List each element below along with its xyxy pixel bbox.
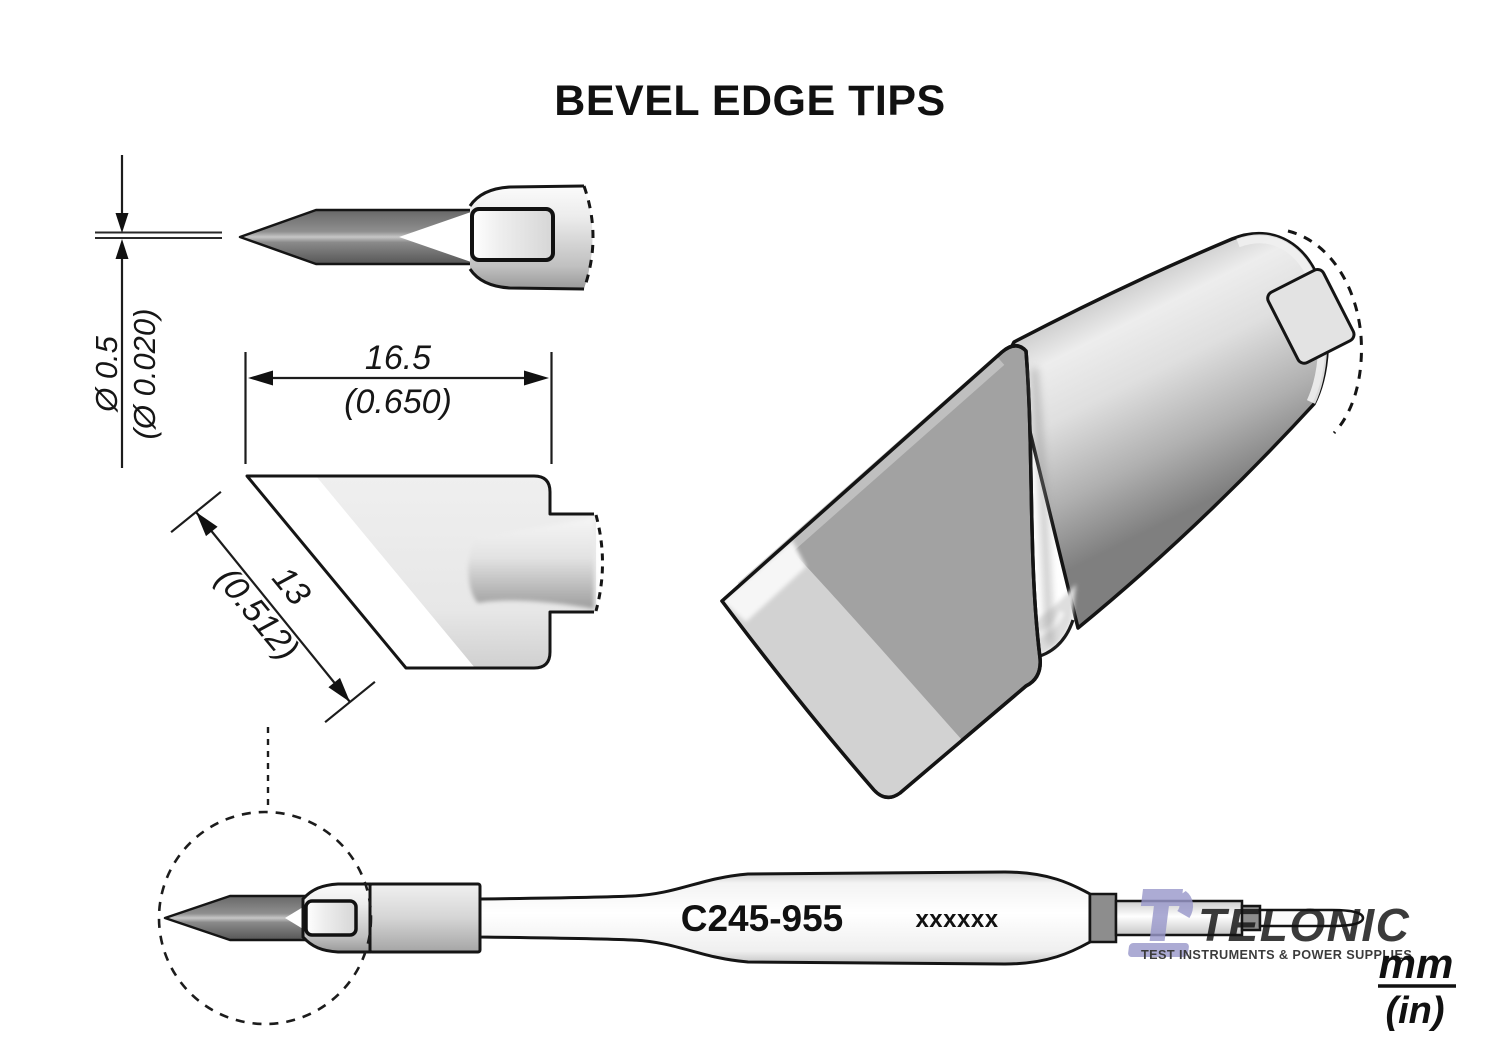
iso-end-stub — [1266, 268, 1356, 365]
iso-bevel-band — [722, 551, 962, 798]
dim-blade-length: 16.5 (0.650) — [244, 339, 553, 464]
socket-outline — [470, 207, 555, 262]
front-bevel-face — [247, 476, 475, 668]
watermark-tagline: TEST INSTRUMENTS & POWER SUPPLIES — [1141, 948, 1412, 962]
cartridge-band-1 — [1088, 892, 1118, 944]
dim-tip-diameter-mm: Ø 0.5 — [89, 335, 124, 413]
side-view — [238, 184, 595, 291]
telonic-watermark: TELONIC TEST INSTRUMENTS & POWER SUPPLIE… — [1128, 889, 1412, 962]
telonic-logo-icon — [1128, 889, 1194, 957]
watermark-brand: TELONIC — [1198, 899, 1410, 951]
iso-view — [720, 229, 1363, 800]
cartridge-view: C245-955 xxxxxx — [163, 870, 1365, 966]
part-number: C245-955 — [681, 898, 844, 939]
units-metric: mm — [1379, 940, 1454, 987]
cartridge-socket — [304, 899, 358, 937]
dim-tip-diameter-in: (Ø 0.020) — [127, 309, 162, 440]
blade-bevel-highlight — [399, 211, 474, 263]
units-imperial: (in) — [1385, 990, 1444, 1032]
front-view — [245, 474, 604, 670]
cartridge-sleeve — [368, 882, 482, 954]
serial-placeholder: xxxxxx — [915, 906, 998, 933]
detail-circle — [157, 810, 373, 1026]
front-nozzle — [468, 517, 594, 609]
iso-break-line — [1287, 229, 1363, 435]
dim-blade-length-in: (0.650) — [344, 383, 452, 421]
iso-tip-glint — [722, 540, 806, 622]
dim-tip-diameter: Ø 0.5 (Ø 0.020) — [89, 155, 222, 468]
units-legend: mm (in) — [1378, 940, 1456, 1032]
detail-callout — [157, 727, 373, 1026]
dim-blade-length-mm: 16.5 — [365, 339, 431, 377]
page-title: BEVEL EDGE TIPS — [554, 77, 945, 125]
break-line — [582, 185, 595, 290]
break-line — [594, 514, 604, 612]
cartridge-contact-pin — [1258, 908, 1365, 928]
